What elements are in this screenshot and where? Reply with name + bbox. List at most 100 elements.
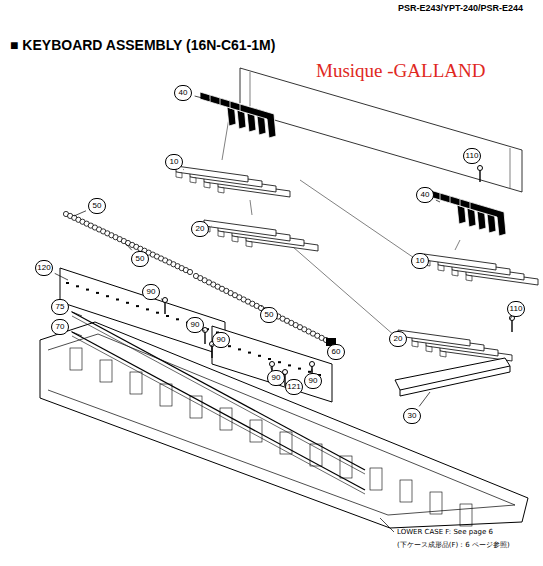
board-hole: [238, 348, 241, 350]
leader-line: [431, 261, 432, 262]
case-rib: [100, 360, 112, 382]
callout-number: 50: [260, 307, 278, 323]
callout-number: 40: [174, 85, 192, 101]
case-rib: [70, 348, 82, 370]
callout-number: 70: [51, 319, 69, 335]
leader-line: [74, 211, 86, 216]
board-hole: [126, 302, 129, 304]
board-hole: [268, 358, 271, 360]
callout-number: 90: [212, 332, 230, 348]
callout-number: 75: [51, 299, 69, 315]
hammer: [240, 104, 276, 138]
board-hole: [228, 345, 231, 347]
leader-line: [311, 369, 312, 372]
callout-number: 90: [304, 373, 322, 389]
case-rib: [460, 504, 472, 526]
callout-number: 20: [191, 221, 209, 237]
key-front: [176, 172, 182, 178]
callout-number: 90: [142, 284, 160, 300]
key: [424, 254, 496, 270]
key: [176, 166, 248, 182]
callout-number: 40: [416, 187, 434, 203]
leader-line: [71, 312, 82, 316]
key-front: [412, 341, 418, 347]
leader-line: [55, 273, 68, 280]
leader-line: [419, 392, 430, 406]
leader-line: [261, 306, 263, 307]
case-rib: [130, 372, 142, 394]
callout-number: 110: [463, 148, 481, 164]
note-text: LOWER CASE F: See page 6: [397, 528, 493, 536]
callout-number: 121: [285, 379, 303, 395]
key-front: [232, 236, 238, 242]
callout-number: 50: [88, 198, 106, 214]
key-front: [452, 270, 458, 276]
key: [398, 330, 470, 346]
board-hole: [76, 285, 79, 287]
section-title: ■ KEYBOARD ASSEMBLY (16N-C61-1M): [10, 37, 275, 53]
note-text: (下ケース成形品(F)：6 ページ参照): [397, 540, 510, 550]
callout-number: 30: [403, 408, 421, 424]
leader-line: [195, 96, 210, 100]
key-front: [426, 346, 432, 352]
leader-line: [211, 226, 212, 227]
callout-number: 10: [165, 154, 183, 170]
callout-number: 110: [507, 301, 525, 317]
board-hole: [278, 361, 281, 363]
key: [204, 220, 276, 236]
key-front: [246, 241, 252, 247]
leader-line: [436, 200, 440, 202]
leader-line: [479, 165, 481, 167]
key-front: [204, 182, 210, 188]
board-hole: [176, 318, 179, 320]
callout-number: 10: [411, 253, 429, 269]
board-hole: [156, 312, 159, 314]
leader-line: [203, 330, 205, 331]
board-hole: [86, 289, 89, 291]
leader-line: [380, 518, 394, 532]
leader-line: [161, 299, 163, 300]
callout-number: 60: [327, 344, 345, 360]
key-front: [438, 265, 444, 271]
board-hole: [248, 352, 251, 354]
case-rib: [430, 492, 442, 514]
key-front: [466, 275, 472, 281]
case-rib: [280, 432, 292, 454]
board-hole: [136, 305, 139, 307]
board-hole: [288, 364, 291, 366]
leader-line: [409, 338, 410, 339]
case-rib: [400, 480, 412, 502]
model-names: PSR-E243/YPT-240/PSR-E244: [398, 3, 523, 13]
callout-number: 50: [131, 251, 149, 267]
callout-number: 120: [35, 260, 53, 276]
hammer: [470, 202, 506, 236]
callout-number: 90: [186, 317, 204, 333]
board-hole: [66, 282, 69, 284]
screw-head: [310, 362, 315, 367]
rubber-contact: [187, 269, 192, 274]
board-hole: [258, 355, 261, 357]
callout-number: 90: [267, 370, 285, 386]
key-front: [190, 177, 196, 183]
watermark: Musique -GALLAND: [316, 60, 485, 82]
key-front: [218, 231, 224, 237]
board-hole: [96, 292, 99, 294]
callout-number: 20: [389, 331, 407, 347]
leader-line: [183, 169, 185, 171]
board-hole: [166, 315, 169, 317]
case-rib: [160, 384, 172, 406]
screw-head: [478, 166, 483, 171]
leader-line: [71, 332, 82, 336]
leader-line: [126, 244, 132, 250]
case-rib: [370, 468, 382, 490]
key-front: [440, 351, 446, 357]
board-hole: [116, 299, 119, 301]
leader-line: [286, 378, 287, 379]
screw-head: [163, 298, 168, 303]
board-hole: [106, 295, 109, 297]
board-hole: [298, 368, 301, 370]
key-front: [218, 187, 224, 193]
